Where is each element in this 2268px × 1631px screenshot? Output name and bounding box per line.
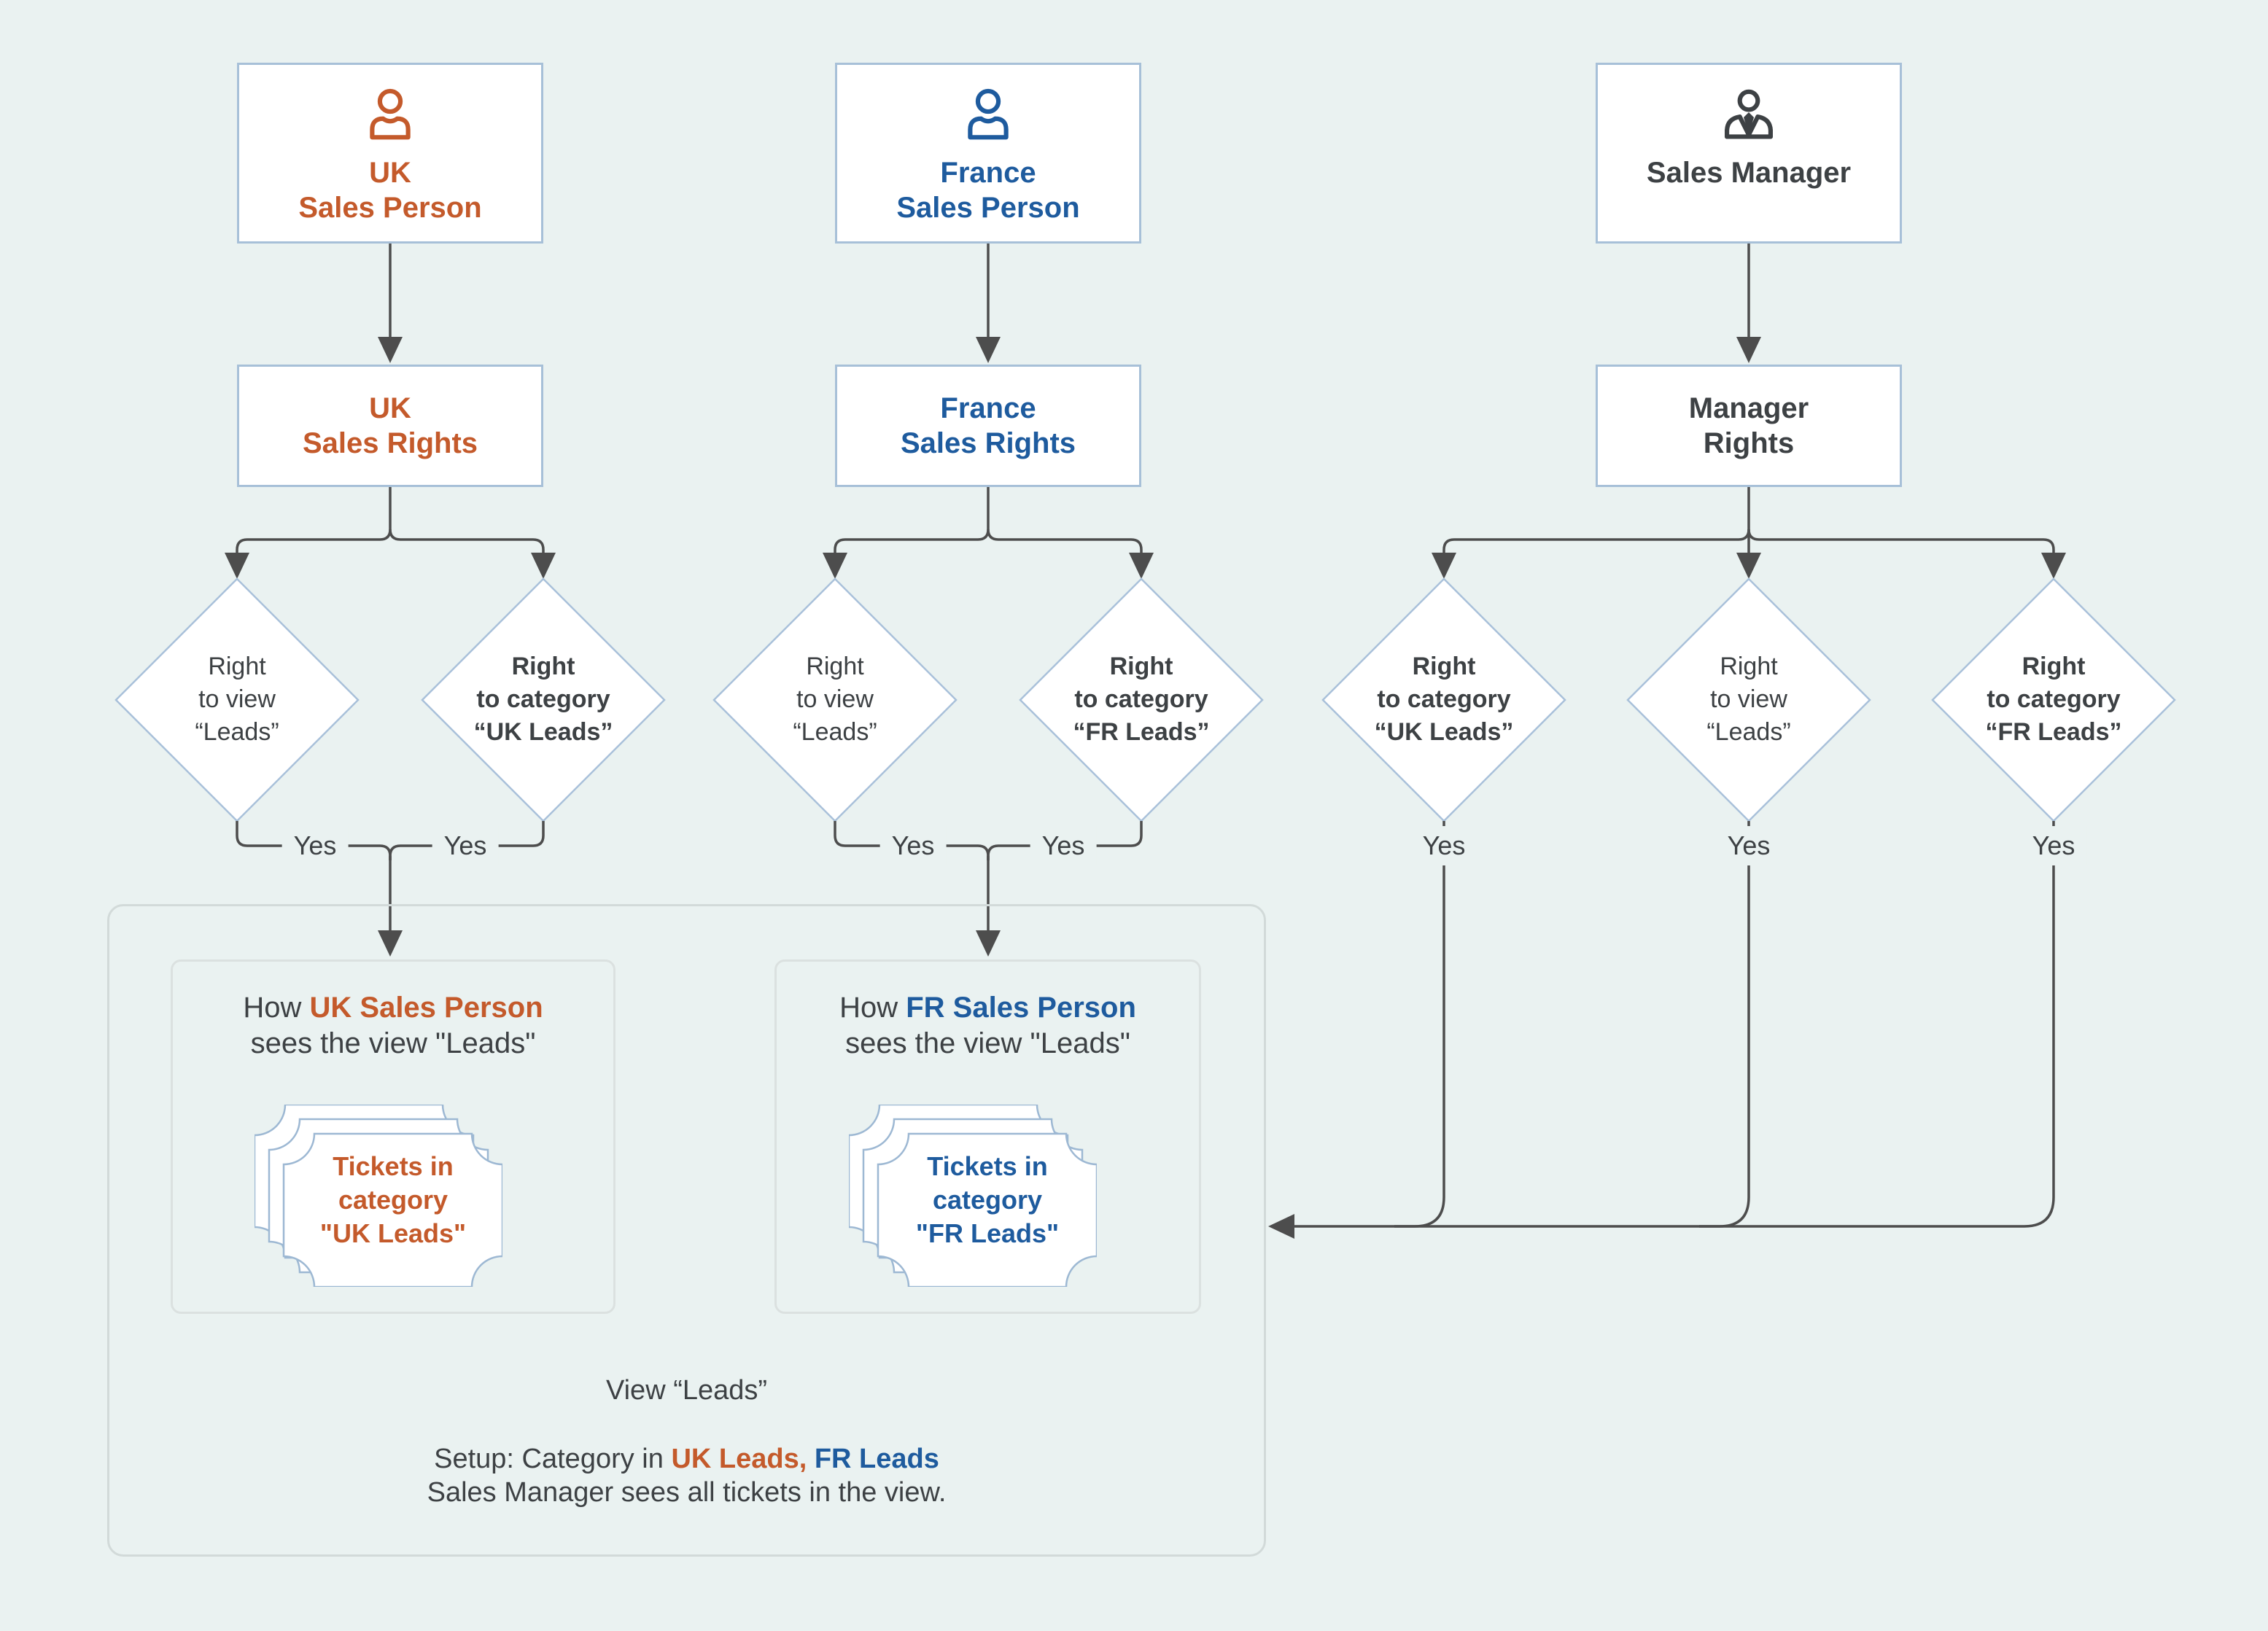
uk-tickets-label: Tickets in category "UK Leads"	[319, 1151, 467, 1248]
node-label: France Sales Person	[896, 157, 1080, 224]
yes-label: Yes	[1410, 826, 1477, 865]
title-prefix: How	[243, 992, 310, 1024]
yes-label: Yes	[2020, 826, 2087, 865]
yes-label: Yes	[281, 826, 349, 865]
yes-merge-mgr	[1268, 821, 2055, 1239]
decision-label-fr-category: Right to category “FR Leads”	[1073, 653, 1210, 746]
decision-label-fr-view: Right to view “Leads”	[793, 653, 877, 746]
yes-label: Yes	[879, 826, 947, 865]
view-leads-container	[107, 904, 1266, 1557]
setup-fr-leads: FR Leads	[807, 1444, 939, 1474]
split-mgr-rights	[1432, 487, 2066, 579]
yes-label: Yes	[1030, 826, 1097, 865]
title-name: UK Sales Person	[309, 992, 543, 1024]
yes-label: Yes	[432, 826, 499, 865]
arrow-mgr-person-to-rights	[1736, 244, 1761, 363]
split-fr-rights	[823, 487, 1154, 579]
node-label: Manager Rights	[1688, 392, 1809, 459]
uk-panel-title-line1: How UK Sales Person	[171, 990, 615, 1026]
tickets-stack-icon	[849, 1105, 1097, 1287]
node-label: UK Sales Person	[298, 157, 482, 224]
decision-label-mgr-view: Right to view “Leads”	[1706, 653, 1791, 746]
fr-view-panel	[774, 959, 1201, 1314]
setup-uk-leads: UK Leads,	[671, 1444, 807, 1474]
title-prefix: How	[839, 992, 906, 1024]
manager-note: Sales Manager sees all tickets in the vi…	[427, 1477, 947, 1508]
uk-sales-rights-node: UK Sales Rights	[237, 365, 543, 487]
fr-panel-title: How FR Sales Person sees the view "Leads…	[774, 990, 1201, 1062]
arrow-fr-person-to-rights	[976, 244, 1001, 363]
decision-label-uk-category: Right to category “UK Leads”	[473, 653, 613, 746]
uk-view-panel	[171, 959, 615, 1314]
split-uk-rights	[225, 487, 556, 579]
uk-sales-person-node: UK Sales Person	[237, 63, 543, 244]
decision-label-uk-view: Right to view “Leads”	[195, 653, 279, 746]
setup-line: Setup: Category in UK Leads, FR Leads	[107, 1444, 1266, 1475]
yes-label: Yes	[1715, 826, 1782, 865]
setup-prefix: Setup: Category in	[434, 1444, 672, 1474]
sales-manager-node: Sales Manager	[1596, 63, 1902, 244]
arrow-uk-person-to-rights	[378, 244, 403, 363]
manager-rights-node: Manager Rights	[1596, 365, 1902, 487]
fr-panel-title-line2: sees the view "Leads"	[845, 1027, 1130, 1059]
node-label: Sales Manager	[1646, 157, 1852, 189]
decision-label-mgr-uk-category: Right to category “UK Leads”	[1374, 653, 1514, 746]
node-label: France Sales Rights	[900, 392, 1076, 459]
decision-label-mgr-fr-category: Right to category “FR Leads”	[1985, 653, 2122, 746]
user-icon	[370, 88, 411, 140]
fr-tickets-label: Tickets in category "FR Leads"	[915, 1151, 1060, 1248]
manager-icon	[1725, 89, 1773, 139]
uk-panel-title-line2: sees the view "Leads"	[250, 1027, 536, 1059]
fr-panel-title-line1: How FR Sales Person	[774, 990, 1201, 1026]
uk-panel-title: How UK Sales Person sees the view "Leads…	[171, 990, 615, 1062]
node-label: UK Sales Rights	[302, 392, 478, 459]
user-icon	[968, 88, 1009, 140]
view-title: View “Leads”	[605, 1375, 768, 1406]
fr-sales-person-node: France Sales Person	[835, 63, 1141, 244]
fr-sales-rights-node: France Sales Rights	[835, 365, 1141, 487]
title-name: FR Sales Person	[906, 992, 1136, 1024]
tickets-stack-icon	[255, 1105, 502, 1287]
